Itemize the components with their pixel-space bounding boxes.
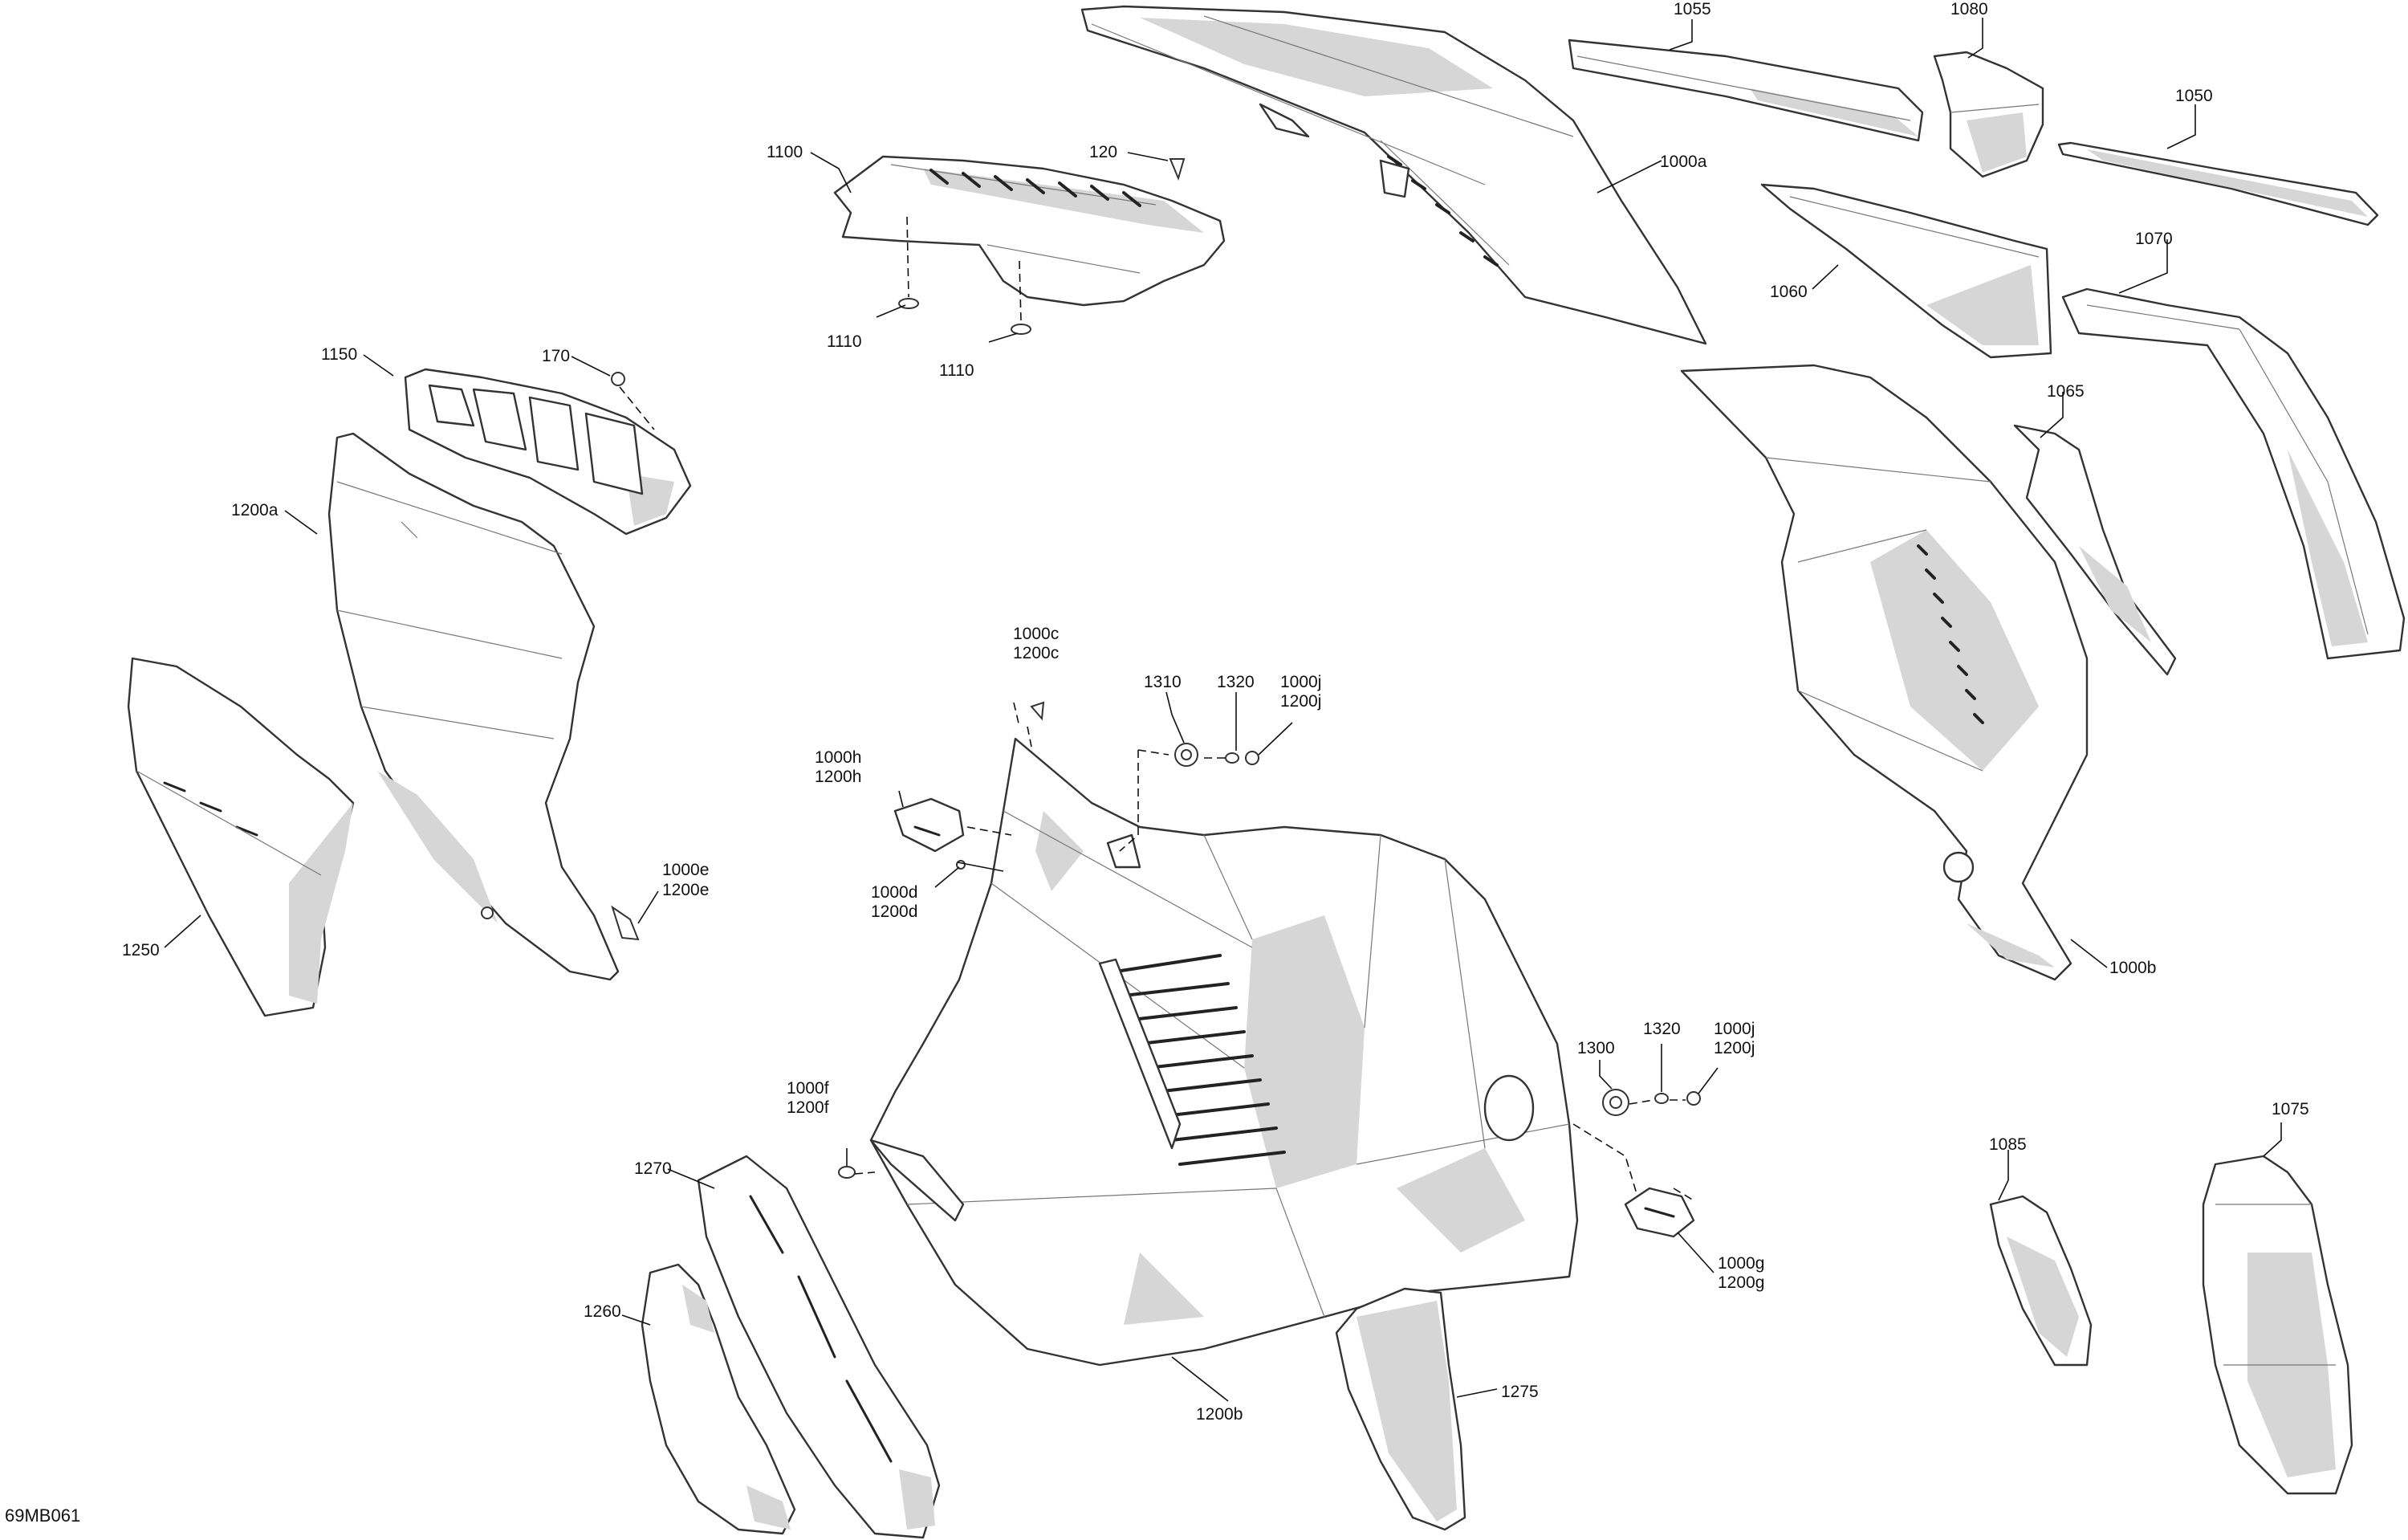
callout-1000b: 1000b xyxy=(2109,959,2156,977)
callout-1000g: 1000g xyxy=(1718,1254,1764,1273)
part-1275-panel xyxy=(1335,1287,1466,1531)
part-1100-vent-assembly xyxy=(833,155,1226,307)
callout-1200j-top: 1200j xyxy=(1280,692,1321,711)
figure-id: 69MB061 xyxy=(5,1505,80,1526)
callout-1320-bottom: 1320 xyxy=(1643,1020,1681,1038)
callout-1000c: 1000c xyxy=(1013,625,1059,643)
callout-1075: 1075 xyxy=(2272,1100,2309,1118)
hardware-1000j-screw-b xyxy=(1686,1091,1701,1106)
callout-1250: 1250 xyxy=(122,941,160,959)
callout-1110-left: 1110 xyxy=(827,332,862,351)
part-1260-panel xyxy=(641,1263,796,1535)
callout-1000f: 1000f xyxy=(787,1079,829,1098)
part-1055-trim xyxy=(1568,39,1924,142)
part-1070-side-panel xyxy=(2061,287,2406,660)
part-1060-panel xyxy=(1760,183,2052,359)
part-1270-panel xyxy=(697,1155,941,1539)
hardware-1110-fastener-b xyxy=(1011,324,1031,335)
callout-1200j-bottom: 1200j xyxy=(1714,1039,1755,1057)
callout-1000e: 1000e xyxy=(662,861,709,879)
part-1200a-side-panel xyxy=(327,432,640,981)
part-1250-panel xyxy=(127,657,355,1017)
hardware-170-clip xyxy=(611,372,625,386)
hardware-1000f-washer xyxy=(838,1166,856,1179)
hardware-1320-washer-a xyxy=(1225,752,1239,764)
callout-1270: 1270 xyxy=(634,1159,672,1178)
part-1150-upper-vent xyxy=(404,368,692,536)
callout-1085: 1085 xyxy=(1989,1135,2027,1154)
callout-1200h: 1200h xyxy=(815,768,861,786)
callout-1100: 1100 xyxy=(767,143,803,161)
callout-1200b: 1200b xyxy=(1196,1405,1243,1424)
callout-1310: 1310 xyxy=(1144,673,1182,691)
callout-1200c: 1200c xyxy=(1013,644,1059,662)
part-1075-cover xyxy=(2202,1155,2353,1495)
part-1065-small-panel xyxy=(2013,424,2177,676)
hardware-1000j-screw-a xyxy=(1245,751,1259,765)
part-1050-strip xyxy=(2057,141,2379,226)
callout-1110-right: 1110 xyxy=(939,361,974,380)
callout-1275: 1275 xyxy=(1501,1383,1539,1401)
callout-1000a: 1000a xyxy=(1660,153,1707,171)
part-1080-bracket xyxy=(1933,51,2044,178)
hardware-1310-grommet xyxy=(1174,743,1198,767)
callout-1260: 1260 xyxy=(584,1302,621,1321)
callout-120: 120 xyxy=(1089,143,1117,161)
part-1085-block xyxy=(1989,1195,2093,1367)
part-1200b-main-panel xyxy=(869,737,1579,1367)
callout-1080: 1080 xyxy=(1950,0,1988,18)
callout-1000j-top: 1000j xyxy=(1280,673,1321,691)
callout-1320-top: 1320 xyxy=(1217,673,1255,691)
part-1000h-connector xyxy=(893,797,965,853)
callout-1055: 1055 xyxy=(1674,0,1711,18)
callout-1200e: 1200e xyxy=(662,881,709,899)
callout-1150: 1150 xyxy=(321,345,357,364)
callout-1065: 1065 xyxy=(2047,382,2085,401)
hardware-120-screw xyxy=(1169,158,1186,181)
callout-170: 170 xyxy=(542,347,570,365)
callout-1200f: 1200f xyxy=(787,1098,829,1117)
callout-1000h: 1000h xyxy=(815,748,861,767)
callout-1050: 1050 xyxy=(2175,87,2213,105)
part-1000g-connector xyxy=(1624,1187,1695,1238)
leader-lines xyxy=(164,18,2282,1402)
callout-1200g: 1200g xyxy=(1718,1273,1764,1292)
callout-1000j-bottom: 1000j xyxy=(1714,1020,1755,1038)
callout-1070: 1070 xyxy=(2135,230,2173,248)
callout-1000d: 1000d xyxy=(871,883,917,902)
callout-1300: 1300 xyxy=(1577,1039,1615,1057)
callout-1200d: 1200d xyxy=(871,902,917,921)
callout-1200a: 1200a xyxy=(231,501,279,519)
hardware-1000c-clip xyxy=(1030,701,1045,721)
part-1000a-top-panel xyxy=(1080,5,1707,345)
callout-labels: 1055 1080 1050 1000a 1100 120 1110 1110 … xyxy=(122,0,2309,1424)
hardware-1300-grommet xyxy=(1602,1089,1629,1116)
part-1000b-right-panel xyxy=(1680,364,2089,981)
hardware-1320-washer-b xyxy=(1654,1093,1669,1104)
callout-1060: 1060 xyxy=(1770,283,1808,301)
